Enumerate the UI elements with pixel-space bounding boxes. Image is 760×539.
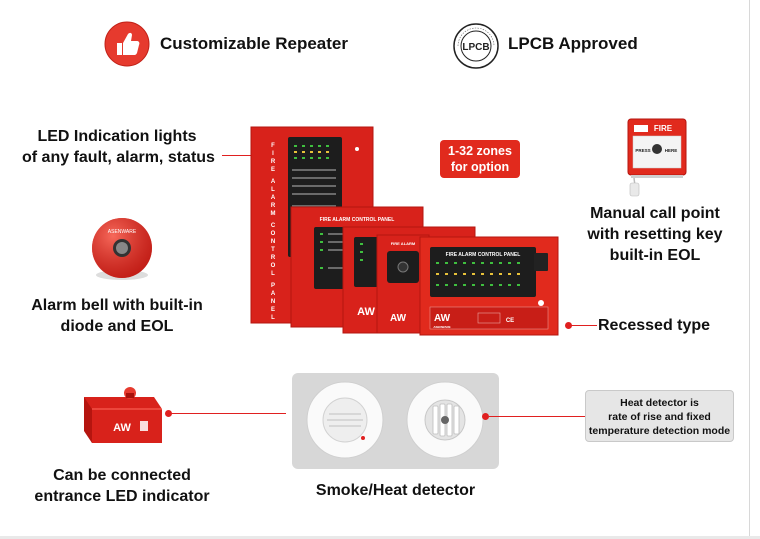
front-panel-led — [463, 284, 466, 286]
front-panel-led — [517, 273, 520, 275]
panel-vertical-letter: N — [271, 239, 275, 245]
panel-vertical-letter: F — [271, 143, 275, 149]
front-brand-name: ASENWARE — [433, 325, 450, 329]
panel2-title: FIRE ALARM CONTROL PANEL — [320, 217, 395, 223]
panel4-brand-mark: AW — [390, 313, 407, 324]
front-panel-led — [499, 284, 502, 286]
panel-vertical-letter: L — [271, 315, 275, 321]
panel-vertical-letter: O — [271, 263, 276, 269]
manual-call-point-image: FIRE PRESS HERE — [627, 118, 687, 197]
call-point-fire-label: FIRE — [654, 124, 673, 133]
front-panel-led — [481, 262, 484, 264]
front-panel-led — [472, 284, 475, 286]
lpcb-approved-title: LPCB Approved — [508, 34, 638, 53]
recessed-pointer-line — [571, 325, 597, 326]
bottom-border — [0, 536, 760, 539]
panel-vertical-letter: A — [271, 179, 276, 185]
front-panel-led — [454, 284, 457, 286]
front-panel-led — [472, 262, 475, 264]
front-panel-led — [454, 273, 457, 275]
front-brand-mark: AW — [434, 313, 451, 324]
front-panel-led — [517, 284, 520, 286]
alarm-bell-label: Alarm bell with built-in diode and EOL — [31, 297, 203, 335]
front-panel-led — [454, 262, 457, 264]
front-panel-led — [481, 273, 484, 275]
panel-vertical-letter: M — [271, 211, 276, 217]
front-panel-led — [445, 273, 448, 275]
panel3-brand-mark: AW — [357, 306, 375, 318]
front-panel-led — [490, 284, 493, 286]
panel-vertical-letter: T — [271, 247, 275, 253]
smoke-heat-detector-label: Smoke/Heat detector — [315, 482, 476, 499]
front-panel-led — [508, 262, 511, 264]
front-panel-led — [490, 262, 493, 264]
panel-vertical-letter: C — [271, 223, 276, 229]
front-panel-led — [436, 262, 439, 264]
panel-vertical-letter: R — [271, 159, 276, 165]
panel-vertical-letter: R — [271, 203, 276, 209]
zones-badge: 1-32 zones for option — [440, 140, 520, 178]
recessed-pointer-dot — [565, 322, 572, 329]
front-panel-led — [445, 262, 448, 264]
front-panel-led — [436, 284, 439, 286]
panel-vertical-letter: A — [271, 195, 276, 201]
entrance-led-indicator-image: AW — [84, 387, 162, 443]
panel-vertical-letter: I — [272, 151, 274, 157]
front-panel-led — [517, 262, 520, 264]
recessed-type-label: Recessed type — [598, 317, 711, 334]
lpcb-seal-text: LPCB — [462, 42, 489, 53]
entrance-pointer-line — [168, 413, 286, 414]
call-point-press: PRESS — [635, 148, 650, 153]
heat-detector-note: Heat detector is rate of rise and fixed … — [585, 390, 734, 442]
front-panel-led — [508, 273, 511, 275]
panel-vertical-letter: O — [271, 231, 276, 237]
front-panel-led — [445, 284, 448, 286]
entrance-brand-mark: AW — [113, 422, 131, 434]
right-border — [749, 0, 750, 539]
bell-brand-text: ASENWARE — [108, 229, 137, 235]
smoke-detector-image — [306, 381, 384, 459]
front-panel-led — [499, 262, 502, 264]
entrance-pointer-dot — [165, 410, 172, 417]
front-panel-led — [490, 273, 493, 275]
front-panel-title: FIRE ALARM CONTROL PANEL — [446, 252, 521, 258]
heat-pointer-line — [489, 416, 585, 417]
call-point-here: HERE — [665, 148, 678, 153]
panel-vertical-letter: R — [271, 255, 276, 261]
panel-vertical-letter: E — [271, 167, 275, 173]
front-panel-led — [463, 262, 466, 264]
manual-call-point-label: Manual call point with resetting key bui… — [587, 205, 723, 264]
front-panel-led — [481, 284, 484, 286]
panel-vertical-letter: L — [271, 187, 275, 193]
entrance-led-label: Can be connected entrance LED indicator — [34, 467, 210, 505]
heat-pointer-dot — [482, 413, 489, 420]
front-panel-led — [499, 273, 502, 275]
front-panel-led — [472, 273, 475, 275]
panel-vertical-letter: L — [271, 271, 275, 277]
panel-vertical-letter: N — [271, 299, 275, 305]
heat-detector-image — [406, 381, 484, 459]
front-panel-led — [463, 273, 466, 275]
panel-vertical-letter: P — [271, 283, 275, 289]
front-panel-led — [508, 284, 511, 286]
ce-mark: CE — [506, 318, 514, 324]
front-panel-led — [436, 273, 439, 275]
panel-vertical-letter: A — [271, 291, 276, 297]
panel4-title: FIRE ALARM — [391, 241, 416, 246]
alarm-bell-image: ASENWARE — [92, 218, 152, 280]
customizable-repeater-title: Customizable Repeater — [160, 34, 348, 53]
led-indication-label: LED Indication lights of any fault, alar… — [22, 128, 215, 166]
thumbs-up-icon — [104, 21, 150, 67]
panel-vertical-letter: E — [271, 307, 275, 313]
lpcb-seal-icon: LPCB — [453, 23, 499, 69]
